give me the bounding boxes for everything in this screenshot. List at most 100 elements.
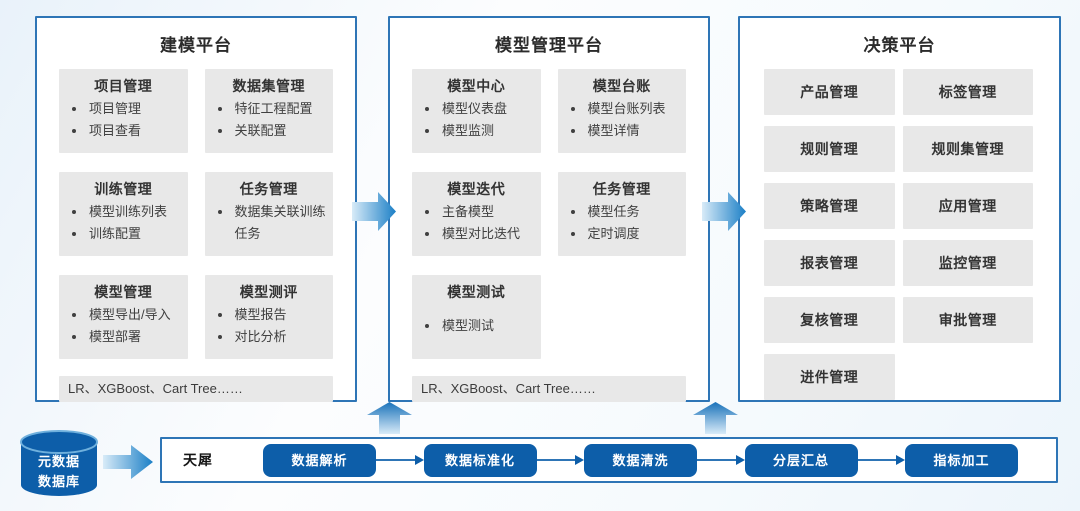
card-title: 产品管理	[800, 84, 859, 100]
card-grid: 产品管理 标签管理规则管理 规则集管理策略管理 应用管理报表管理 监控管理复核管理 审批管…	[740, 69, 1059, 400]
feature-card: 监控管理	[902, 240, 1033, 286]
card-title: 任务管理	[239, 181, 298, 197]
card-title: 训练管理	[94, 181, 153, 197]
card-item-list: 特征工程配置关联配置	[211, 98, 328, 142]
panel-title: 模型管理平台	[495, 36, 603, 55]
database-label-line2: 数据库	[37, 473, 80, 489]
feature-card: 模型测评模型报告对比分析	[204, 275, 333, 359]
card-item: 项目管理	[87, 98, 182, 120]
feature-card: 复核管理	[764, 297, 895, 343]
card-item: 模型详情	[586, 120, 681, 142]
card-item-list: 模型仪表盘模型监测	[418, 98, 535, 142]
pipeline-step: 分层汇总	[744, 443, 858, 477]
card-title: 应用管理	[938, 198, 997, 214]
card-item: 模型监测	[440, 120, 535, 142]
feature-card: 项目管理项目管理项目查看	[59, 69, 188, 153]
card-item: 模型报告	[233, 304, 328, 326]
data-pipeline-bar: 天犀 数据解析数据标准化数据清洗分层汇总指标加工	[160, 437, 1058, 483]
flow-arrow-right-icon	[352, 192, 396, 231]
pipeline-engine-label: 天犀	[183, 452, 213, 468]
card-item-list: 模型台账列表模型详情	[564, 98, 681, 142]
panel-title: 建模平台	[160, 36, 232, 55]
card-item: 数据集关联训练任务	[233, 201, 328, 245]
feature-card: 数据集管理特征工程配置关联配置	[204, 69, 333, 153]
connector-arrowhead-icon	[896, 455, 905, 465]
card-item: 模型台账列表	[586, 98, 681, 120]
card-item-list: 模型测试	[418, 315, 535, 337]
connector-line	[857, 459, 896, 461]
feature-card: 任务管理数据集关联训练任务	[204, 172, 333, 256]
card-grid: 项目管理项目管理项目查看数据集管理特征工程配置关联配置训练管理模型训练列表训练配…	[37, 69, 355, 359]
connector-arrowhead-icon	[735, 455, 745, 465]
card-item-list: 模型导出/导入模型部署	[65, 304, 182, 348]
connector-arrow-icon	[697, 455, 745, 465]
card-item-list: 模型任务定时调度	[564, 201, 681, 245]
feature-card: 策略管理	[764, 183, 895, 229]
card-item-list: 项目管理项目查看	[65, 98, 182, 142]
card-item-list: 数据集关联训练任务	[211, 201, 328, 245]
feature-card: 应用管理	[902, 183, 1033, 229]
connector-arrow-icon	[857, 455, 905, 465]
feature-card: 进件管理	[764, 354, 895, 400]
flow-arrow-up-icon	[693, 402, 738, 434]
card-item: 训练配置	[87, 223, 182, 245]
panel-modeling-platform: 建模平台 项目管理项目管理项目查看数据集管理特征工程配置关联配置训练管理模型训练…	[35, 16, 357, 402]
flow-arrow-right-icon	[702, 192, 746, 231]
card-title: 模型台账	[592, 78, 651, 94]
connector-line	[376, 459, 415, 461]
card-title: 进件管理	[800, 369, 859, 385]
card-title: 审批管理	[938, 312, 997, 328]
panel-decision-platform: 决策平台 产品管理标签管理规则管理规则集管理策略管理应用管理报表管理监控管理复核…	[738, 16, 1061, 402]
card-grid: 模型中心模型仪表盘模型监测 模型台账模型台账列表模型详情模型迭代主备模型模型对比迭…	[390, 69, 708, 359]
card-item: 主备模型	[440, 201, 535, 223]
feature-card: 任务管理模型任务定时调度	[557, 172, 686, 256]
algorithms-footer: LR、XGBoost、Cart Tree……	[412, 376, 686, 402]
card-title: 策略管理	[800, 198, 859, 214]
feature-card: 标签管理	[902, 69, 1033, 115]
card-item-list: 模型训练列表训练配置	[65, 201, 182, 245]
card-title: 监控管理	[938, 255, 997, 271]
card-item: 项目查看	[87, 120, 182, 142]
pipeline-step: 指标加工	[905, 443, 1018, 477]
flow-arrow-right-icon	[103, 445, 153, 479]
database-cylinder-icon	[20, 430, 98, 496]
database-label: 元数据 数据库	[18, 452, 100, 491]
card-title: 报表管理	[800, 255, 859, 271]
feature-card: 模型中心模型仪表盘模型监测	[412, 69, 541, 153]
feature-card: 规则管理	[764, 126, 895, 172]
algorithms-footer: LR、XGBoost、Cart Tree……	[59, 376, 333, 402]
card-item: 模型对比迭代	[440, 223, 535, 245]
metadata-database: 元数据 数据库	[18, 429, 100, 499]
card-item: 对比分析	[233, 326, 328, 348]
card-title: 规则管理	[800, 141, 859, 157]
card-item: 模型训练列表	[87, 201, 182, 223]
card-title: 标签管理	[938, 84, 997, 100]
card-item: 定时调度	[586, 223, 681, 245]
card-item: 模型部署	[87, 326, 182, 348]
connector-arrow-icon	[536, 455, 584, 465]
card-item: 关联配置	[233, 120, 328, 142]
feature-card: 审批管理	[902, 297, 1033, 343]
connector-arrowhead-icon	[575, 455, 584, 465]
connector-line	[536, 459, 575, 461]
feature-card: 模型迭代主备模型模型对比迭代	[412, 172, 541, 256]
card-item: 特征工程配置	[233, 98, 328, 120]
card-item: 模型测试	[440, 315, 535, 337]
card-title: 模型测评	[239, 284, 298, 300]
card-title: 规则集管理	[931, 141, 1004, 157]
feature-card: 训练管理模型训练列表训练配置	[59, 172, 188, 256]
card-item: 模型导出/导入	[87, 304, 182, 326]
database-label-line1: 元数据	[37, 454, 80, 469]
card-item-list: 模型报告对比分析	[211, 304, 328, 348]
card-item: 模型任务	[586, 201, 681, 223]
feature-card: 报表管理	[764, 240, 895, 286]
connector-arrow-icon	[376, 455, 424, 465]
pipeline-steps: 数据解析数据标准化数据清洗分层汇总指标加工	[263, 443, 1018, 477]
card-title: 项目管理	[94, 78, 153, 94]
card-title: 数据集管理	[232, 78, 305, 94]
card-title: 模型迭代	[447, 181, 506, 197]
card-title: 任务管理	[592, 181, 651, 197]
pipeline-step: 数据解析	[263, 443, 376, 477]
card-title: 模型中心	[447, 78, 506, 94]
